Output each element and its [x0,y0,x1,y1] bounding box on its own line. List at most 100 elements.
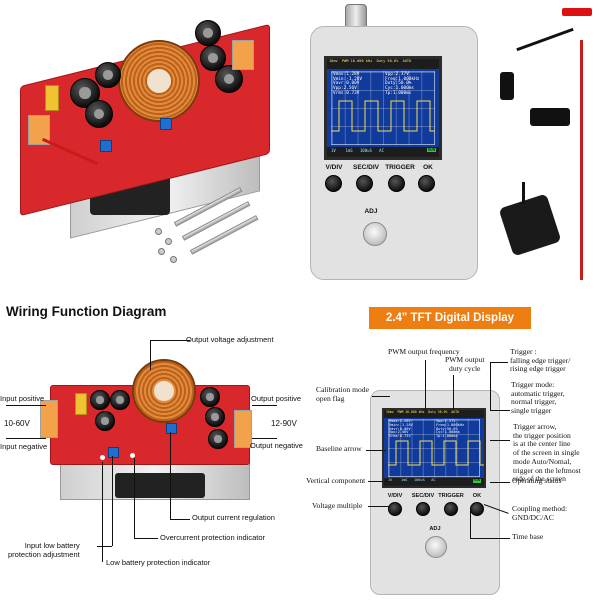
secdiv-button[interactable] [356,175,373,192]
oscilloscope-photo: 16mv PWM 16.000 kHz Duty 50.0% AUTO Vmax… [300,0,600,290]
dc-barrel-plug [500,72,514,100]
leader-line [490,482,510,483]
run-tag: RUN [472,478,481,483]
trimmer-potentiometer [166,423,177,434]
status-bar-text: 16mv PWM 16.000 kHz Duty 50.0% AUTO [329,59,412,63]
inductor-coil [118,40,200,122]
wiring-title: Wiring Function Diagram [6,304,167,319]
leader-line [97,546,112,547]
leader-line [150,340,151,370]
nut [155,228,162,235]
leader-line [102,462,103,562]
trimmer-potentiometer [160,118,172,130]
probe-cable [580,40,583,280]
power-adapter [498,193,562,257]
screen-bottom-bar: 1V 1mS 100uS AC RUN [384,478,484,486]
label-trigger: Trigger : falling edge trigger/ rising e… [510,347,571,374]
adj-knob[interactable] [363,222,387,246]
waveform-trace [331,100,435,132]
terminal-block [28,115,50,145]
ok-label: OK [472,493,482,499]
capacitor [205,407,225,427]
leader-line [368,481,390,482]
leader-line [134,538,158,539]
vdiv-button[interactable] [325,175,342,192]
vdiv-label: V/DIV [387,493,403,499]
nut [158,248,165,255]
capacitor [95,62,121,88]
screen-status-bar: 16mv PWM 16.000 kHz Duty 50.0% AUTO [384,410,484,418]
label-overcurrent-indicator: Overcurrent protection indicator [160,533,266,542]
leader-line [170,519,190,520]
label-trigger-mode: Trigger mode: automatic trigger, normal … [511,380,565,416]
ok-button[interactable] [418,175,435,192]
label-output-current-regulation: Output current regulation [192,513,275,522]
leader-line [150,340,190,341]
nut [165,238,172,245]
capacitor [200,387,220,407]
run-tag: RUN [426,147,436,153]
capacitor [208,429,228,449]
capacitor [195,20,221,46]
label-low-battery-indicator: Low battery protection indicator [106,558,211,567]
display-diagram: 16mv PWM 16.000 kHz Duty 50.0% AUTO Vmax… [370,390,500,595]
label-voltage-multiple: Voltage multiple [312,501,363,510]
fuse [75,393,87,415]
label-pwm-frequency: PWM output frequency [388,347,460,356]
leader-line [470,538,510,539]
label-output-positive: Output positive [251,394,302,403]
leader-line [453,375,454,410]
tft-banner: 2.4" TFT Digital Display [369,307,531,329]
power-lead [516,27,574,52]
screen-bottom-bar: 1V 1mS 100uS AC RUN [327,147,439,157]
leader-line [134,458,135,538]
capacitor [85,100,113,128]
ok-button[interactable] [470,502,484,516]
terminal-block [232,40,254,70]
leader-line [112,456,113,546]
oscilloscope-screen: 16mv PWM 16.000 kHz Duty 50.0% AUTO Vmax… [324,56,442,160]
leader-line [425,360,426,410]
alligator-clip-red [562,8,592,16]
label-output-range: 12-90V [271,419,297,428]
label-operating: Operating status [512,476,562,485]
inductor-coil [132,359,196,423]
trigger-button[interactable] [444,502,458,516]
status-bar-text: 16mv PWM 16.000 kHz Duty 50.0% AUTO [386,410,459,414]
trigger-label: TRIGGER [438,493,464,499]
leader-line [490,440,510,441]
capacitor [110,390,130,410]
secdiv-label: SEC/DIV [352,164,379,171]
screen-status-bar: 16mv PWM 16.000 kHz Duty 50.0% AUTO [327,59,439,69]
bottom-bar-text: 1V 1mS 100uS AC [331,148,384,153]
trigger-button[interactable] [388,175,405,192]
leader-line [170,432,171,519]
leader-line [6,438,46,439]
readout-left: Vmax:1.28V Vmin:-1.28V Vavr:0.00V Vpp:2.… [389,419,413,439]
secdiv-button[interactable] [416,502,430,516]
led-indicator [100,455,105,460]
adj-knob[interactable] [425,536,447,558]
label-output-voltage-adjustment: Output voltage adjustment [186,335,274,344]
leader-line [490,410,510,411]
secdiv-label: SEC/DIV [411,493,435,499]
cooling-fan [115,473,205,498]
standoff-rod [189,215,259,255]
label-calibration: Calibration mode open flag [316,385,369,403]
leader-line [490,362,491,410]
leader-line [366,450,386,451]
label-pwm-duty: PWM output duty cycle [445,355,485,373]
vdiv-button[interactable] [388,502,402,516]
leader-line [6,405,46,406]
label-baseline: Baseline arrow [316,444,362,453]
oscilloscope-screen: 16mv PWM 16.000 kHz Duty 50.0% AUTO Vmax… [382,408,486,488]
trimmer-potentiometer [108,447,119,458]
trimmer-potentiometer [100,140,112,152]
label-output-negative: Output negative [250,441,303,450]
label-vertical: Vertical component [306,476,366,485]
capacitor [200,45,226,71]
led-indicator [130,453,135,458]
wiring-module [40,355,260,505]
trigger-label: TRIGGER [385,164,415,171]
bottom-bar-text: 1V 1mS 100uS AC [388,478,436,482]
